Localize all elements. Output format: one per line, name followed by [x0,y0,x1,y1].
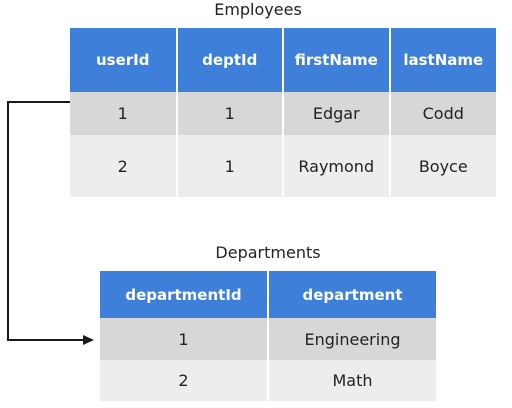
departments-row: 2 Math [100,360,436,401]
departments-header-departmentid: departmentId [100,271,269,318]
foreign-key-arrow-line [7,101,84,341]
employees-header-userid: userId [70,28,178,92]
departments-cell-departmentid: 1 [100,318,269,360]
employees-cell-lastname: Codd [389,92,496,135]
departments-header-department: department [268,271,436,318]
foreign-key-arrow-head [83,335,94,345]
employees-cell-deptid: 1 [176,92,284,135]
departments-cell-department: Engineering [268,318,436,360]
departments-table-title: Departments [215,243,321,262]
departments-row: 1 Engineering [100,318,436,360]
departments-cell-departmentid: 2 [100,360,269,401]
employees-cell-firstname: Raymond [283,135,391,197]
employees-cell-firstname: Edgar [283,92,391,135]
employees-cell-deptid: 1 [176,135,284,197]
employees-table-title: Employees [214,0,302,19]
employees-header-deptid: deptId [176,28,284,92]
employees-cell-userid: 2 [70,135,178,197]
departments-header-row: departmentId department [100,271,436,318]
employees-header-row: userId deptId firstName lastName [70,28,496,92]
employees-cell-userid: 1 [70,92,178,135]
employees-row: 2 1 Raymond Boyce [70,135,496,197]
employees-row: 1 1 Edgar Codd [70,92,496,135]
employees-table: userId deptId firstName lastName 1 1 Edg… [70,28,496,197]
employees-cell-lastname: Boyce [389,135,496,197]
departments-cell-department: Math [268,360,436,401]
departments-table: departmentId department 1 Engineering 2 … [100,271,436,401]
employees-header-firstname: firstName [283,28,391,92]
employees-header-lastname: lastName [389,28,496,92]
